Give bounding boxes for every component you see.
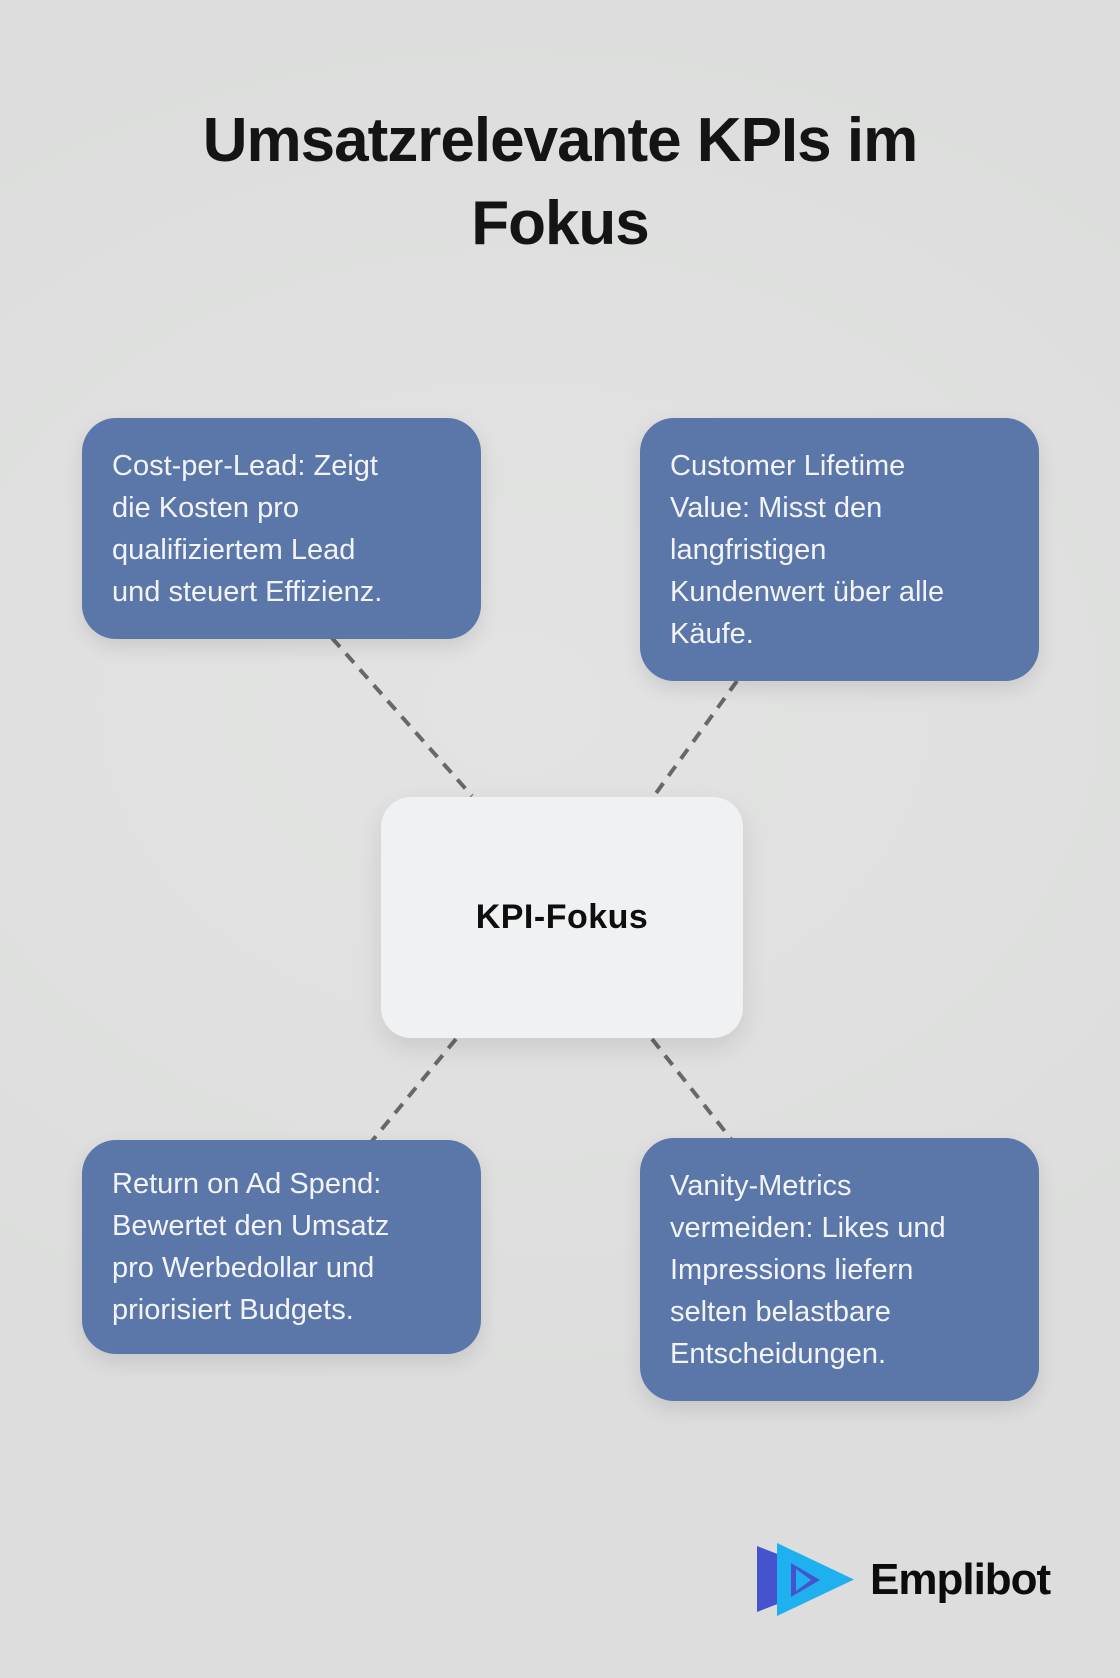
kpi-node-text: Return on Ad Spend: Bewertet den Umsatz … [112,1168,390,1326]
connector-line-top-left [330,636,474,798]
connector-line-top-right [652,679,739,798]
page-title: Umsatzrelevante KPIs im Fokus [202,106,918,259]
kpi-node-vanity-metrics: Vanity-Metrics vermeiden: Likes und Impr… [640,1138,1039,1401]
kpi-node-customer-lifetime-value: Customer Lifetime Value: Misst den langf… [640,418,1039,681]
connector-line-bottom-right [650,1037,733,1141]
emplibot-logo-icon [757,1543,854,1616]
kpi-node-text: Cost-per-Lead: Zeigt die Kosten pro qual… [112,449,383,608]
center-node-label: KPI-Fokus [475,898,649,936]
kpi-node-text: Customer Lifetime Value: Misst den langf… [670,449,945,650]
kpi-node-text: Vanity-Metrics vermeiden: Likes und Impr… [670,1169,946,1370]
center-node: KPI-Fokus [381,797,743,1038]
emplibot-logo: Emplibot [757,1543,1051,1616]
kpi-node-return-on-ad-spend: Return on Ad Spend: Bewertet den Umsatz … [82,1140,481,1354]
logo-triangle-innermost [796,1569,811,1591]
kpi-node-cost-per-lead: Cost-per-Lead: Zeigt die Kosten pro qual… [82,418,481,639]
emplibot-logo-text: Emplibot [870,1554,1051,1604]
connector-line-bottom-left [370,1037,458,1143]
